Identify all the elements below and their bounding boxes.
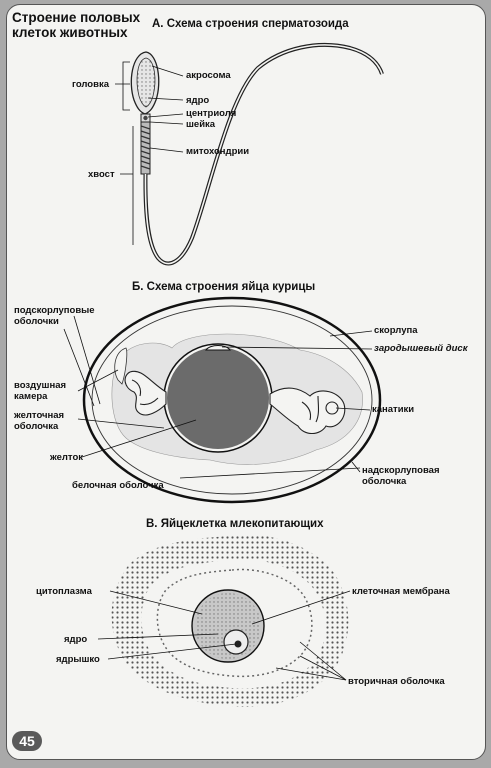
sperm-head: [130, 51, 160, 115]
sperm-tail: [143, 42, 384, 266]
mammal-egg-leader-lines: [97, 590, 351, 681]
page-title: Строение половых клеток животных: [12, 10, 141, 40]
chalazae-left: [124, 370, 167, 416]
air-chamber: [114, 347, 128, 385]
label-subshell-membranes: подскорлуповые оболочки: [14, 305, 95, 327]
page-number-badge: 45: [12, 731, 42, 751]
label-yolk-membrane: желточная оболочка: [14, 410, 65, 432]
sperm-leader-lines: [115, 61, 184, 245]
sperm-neck: [140, 113, 151, 123]
label-shell: скорлупа: [374, 325, 418, 336]
section-c-title: В. Яйцеклетка млекопитающих: [146, 518, 324, 530]
label-subshell-membrane: надскорлуповая оболочка: [362, 465, 440, 487]
chalazae-right: [269, 387, 346, 435]
label-mitochondria: митохондрии: [186, 146, 250, 157]
label-chalazae: канатики: [372, 404, 415, 415]
section-b-title: Б. Схема строения яйца курицы: [132, 281, 316, 293]
egg-leader-lines: [63, 315, 373, 479]
section-a-title: А. Схема строения сперматозоида: [152, 18, 349, 30]
label-head: головка: [72, 79, 109, 90]
germinal-disc: [205, 345, 231, 351]
egg-diagram: [63, 296, 382, 504]
label-cytoplasm: цитоплазма: [36, 586, 92, 597]
label-air-chamber: воздушная камера: [14, 380, 67, 402]
label-tail: хвост: [88, 169, 115, 180]
label-albumen-membrane: белочная оболочка: [72, 480, 164, 491]
label-cell-membrane: клеточная мембрана: [352, 586, 450, 597]
label-centriole: центриоля: [186, 108, 237, 119]
label-sperm-nucleus: ядро: [186, 95, 210, 106]
sperm-diagram: [115, 42, 384, 266]
label-germinal-disc: зародышевый диск: [374, 343, 468, 354]
yolk: [167, 347, 269, 449]
label-acrosome: акросома: [186, 70, 231, 81]
mammal-egg-diagram: [97, 534, 351, 707]
label-nucleolus: ядрышко: [56, 654, 100, 665]
label-neck: шейка: [186, 119, 216, 130]
label-secondary-membrane: вторичная оболочка: [348, 676, 445, 687]
nucleolus: [234, 640, 242, 648]
label-yolk: желток: [50, 452, 84, 463]
sperm-midpiece: [140, 121, 151, 175]
label-egg-nucleus: ядро: [64, 634, 88, 645]
